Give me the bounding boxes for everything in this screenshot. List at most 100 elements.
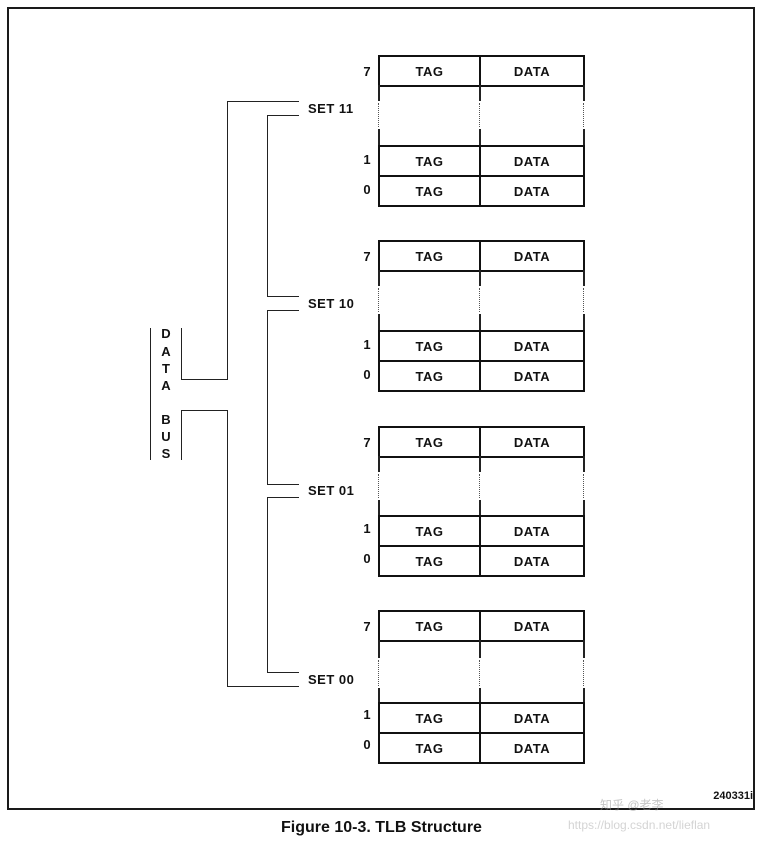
connector-line (267, 497, 268, 673)
cell-border (479, 456, 481, 472)
set-label: SET 11 (308, 101, 354, 116)
connector-line (181, 410, 228, 411)
row-index: 0 (363, 737, 371, 752)
data-cell: DATA (479, 240, 585, 272)
cell-border (583, 640, 585, 658)
cell-border (583, 688, 585, 704)
ellipsis-dots (479, 288, 480, 312)
bus-left-rule (150, 328, 151, 460)
cell-border (583, 456, 585, 472)
row-index: 7 (363, 435, 371, 450)
row-index: 1 (363, 337, 371, 352)
bus-letter: T (162, 361, 170, 376)
row-index: 7 (363, 64, 371, 79)
cell-border (378, 314, 380, 332)
ellipsis-dots (378, 103, 379, 127)
cell-border (378, 85, 380, 101)
data-cell: DATA (479, 360, 585, 392)
connector-line (227, 101, 228, 380)
bus-letter: D (161, 326, 171, 341)
set-label: SET 00 (308, 672, 355, 687)
tag-cell: TAG (378, 610, 481, 642)
figure-frame (7, 7, 755, 810)
row-index: 7 (363, 619, 371, 634)
row-index: 0 (363, 182, 371, 197)
tag-cell: TAG (378, 330, 481, 362)
cell-border (479, 314, 481, 332)
tag-cell: TAG (378, 55, 481, 87)
row-index: 1 (363, 707, 371, 722)
bus-letter: B (161, 412, 171, 427)
tag-cell: TAG (378, 732, 481, 764)
cell-border (378, 640, 380, 658)
cell-border (378, 456, 380, 472)
tag-cell: TAG (378, 240, 481, 272)
cell-border (583, 270, 585, 286)
connector-line (227, 410, 228, 687)
ellipsis-dots (583, 103, 584, 127)
tag-cell: TAG (378, 426, 481, 458)
connector-line (267, 115, 268, 297)
data-cell: DATA (479, 515, 585, 547)
ellipsis-dots (378, 660, 379, 686)
bus-letter: S (161, 446, 171, 461)
cell-border (378, 688, 380, 704)
cell-border (479, 640, 481, 658)
data-cell: DATA (479, 145, 585, 177)
data-cell: DATA (479, 610, 585, 642)
tag-cell: TAG (378, 145, 481, 177)
row-index: 7 (363, 249, 371, 264)
data-cell: DATA (479, 55, 585, 87)
ellipsis-dots (583, 660, 584, 686)
cell-border (583, 85, 585, 101)
data-cell: DATA (479, 545, 585, 577)
set-label: SET 01 (308, 483, 355, 498)
figure-id: 240331i (713, 790, 753, 802)
row-index: 1 (363, 152, 371, 167)
connector-line (267, 310, 268, 485)
row-index: 0 (363, 367, 371, 382)
ellipsis-dots (479, 103, 480, 127)
connector-line (267, 310, 299, 311)
bus-right-rule-top (181, 328, 182, 380)
cell-border (378, 129, 380, 147)
data-cell: DATA (479, 330, 585, 362)
ellipsis-dots (479, 474, 480, 498)
bus-right-rule-bottom (181, 410, 182, 460)
row-index: 1 (363, 521, 371, 536)
cell-border (583, 129, 585, 147)
tag-cell: TAG (378, 515, 481, 547)
tag-cell: TAG (378, 360, 481, 392)
watermark-url: https://blog.csdn.net/lieflan (568, 818, 711, 832)
connector-line (227, 686, 299, 687)
tag-cell: TAG (378, 702, 481, 734)
watermark-zhihu: 知乎 @老李 (600, 798, 664, 812)
cell-border (479, 500, 481, 518)
tag-cell: TAG (378, 545, 481, 577)
connector-line (181, 379, 228, 380)
connector-line (267, 497, 299, 498)
row-index: 0 (363, 551, 371, 566)
connector-line (267, 484, 299, 485)
bus-letter: A (161, 378, 171, 393)
connector-line (267, 672, 299, 673)
ellipsis-dots (378, 288, 379, 312)
ellipsis-dots (479, 660, 480, 686)
ellipsis-dots (583, 474, 584, 498)
data-cell: DATA (479, 732, 585, 764)
set-label: SET 10 (308, 296, 355, 311)
bus-letter: U (161, 429, 171, 444)
bus-letter: A (161, 344, 171, 359)
cell-border (479, 270, 481, 286)
ellipsis-dots (378, 474, 379, 498)
connector-line (267, 115, 299, 116)
cell-border (583, 500, 585, 518)
cell-border (378, 270, 380, 286)
cell-border (583, 314, 585, 332)
connector-line (227, 101, 299, 102)
connector-line (267, 296, 299, 297)
data-cell: DATA (479, 175, 585, 207)
cell-border (479, 85, 481, 101)
figure-caption: Figure 10-3. TLB Structure (281, 819, 482, 836)
data-cell: DATA (479, 702, 585, 734)
